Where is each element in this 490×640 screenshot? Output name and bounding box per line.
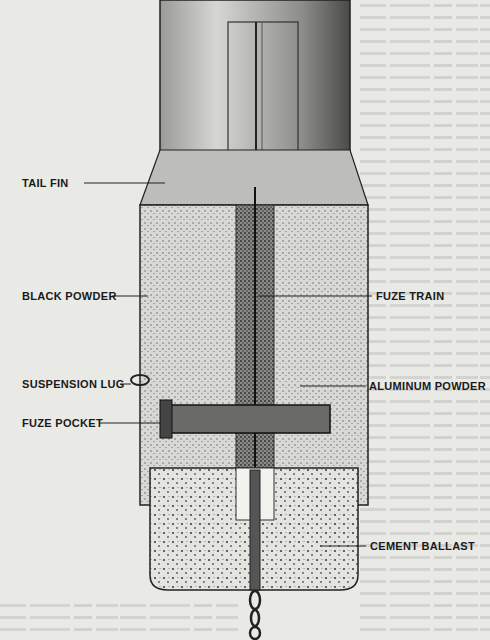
- part-label: FUZE POCKET: [22, 417, 103, 429]
- part-label: FUZE TRAIN: [376, 290, 444, 302]
- part-label: CEMENT BALLAST: [370, 540, 475, 552]
- part-label: ALUMINUM POWDER: [369, 380, 486, 392]
- part-label: SUSPENSION LUG: [22, 378, 125, 390]
- part-label: TAIL FIN: [22, 177, 69, 189]
- part-label: BLACK POWDER: [22, 290, 117, 302]
